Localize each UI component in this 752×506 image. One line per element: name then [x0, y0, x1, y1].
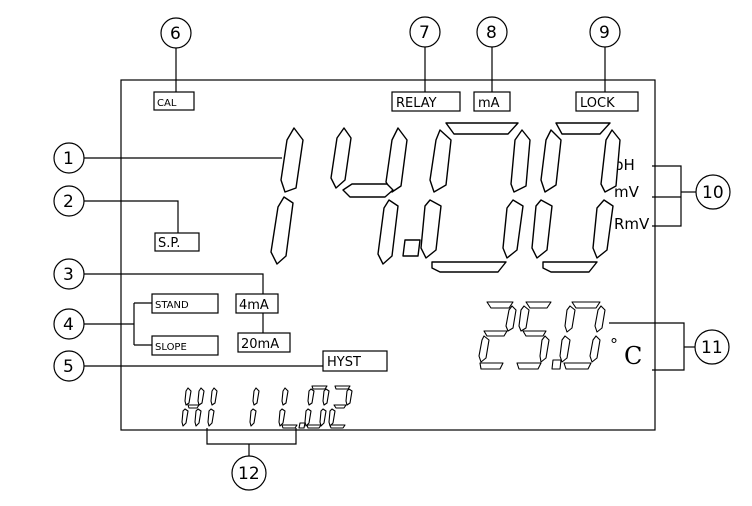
indicator-sp-text: S.P. — [158, 236, 180, 251]
indicator-slope: SLOPE — [151, 335, 219, 356]
main-digit-1 — [270, 127, 304, 265]
bottom-char-i — [207, 387, 218, 427]
unit-rmv: RmV — [614, 215, 650, 233]
temp-decimal-point — [551, 359, 562, 370]
main-decimal-point — [402, 239, 421, 257]
callout-3: 3 — [53, 258, 85, 290]
temperature-display — [478, 301, 606, 370]
bottom-char-h — [181, 387, 205, 427]
svg-text:5: 5 — [63, 357, 74, 377]
callout-11: 11 — [694, 329, 730, 365]
indicator-lock: LOCK — [575, 91, 639, 112]
indicator-sp: S.P. — [154, 232, 200, 252]
main-digit-0a — [420, 122, 531, 273]
svg-text:6: 6 — [170, 24, 181, 44]
svg-text:7: 7 — [419, 23, 430, 43]
bottom-char-2 — [328, 385, 353, 429]
leader-lines — [84, 47, 696, 457]
indicator-relay: RELAY — [391, 91, 461, 112]
unit-ph: pH — [614, 156, 635, 174]
main-digit-0b — [531, 122, 621, 273]
indicator-20ma-text: 20mA — [241, 337, 279, 352]
svg-text:1: 1 — [63, 149, 74, 169]
bottom-display — [181, 385, 353, 429]
indicator-cal: CAL — [153, 91, 195, 111]
callout-7: 7 — [409, 16, 441, 48]
svg-text:3: 3 — [63, 265, 74, 285]
unit-degree: ° — [610, 335, 618, 354]
bottom-char-1 — [249, 387, 260, 427]
indicator-cal-text: CAL — [157, 98, 177, 109]
callout-6: 6 — [160, 17, 192, 49]
svg-text:10: 10 — [702, 183, 724, 203]
unit-celsius: C — [624, 342, 642, 370]
indicator-stand-text: STAND — [155, 300, 189, 311]
svg-text:8: 8 — [486, 23, 497, 43]
indicator-slope-text: SLOPE — [155, 342, 187, 353]
indicator-ma: mA — [473, 91, 511, 112]
indicator-relay-text: RELAY — [396, 96, 437, 111]
main-reading-display — [270, 122, 621, 273]
callout-1: 1 — [53, 142, 85, 174]
indicator-ma-text: mA — [478, 96, 500, 111]
temp-digit-0 — [559, 301, 606, 370]
svg-text:12: 12 — [238, 464, 260, 484]
bottom-decimal-point — [298, 422, 306, 429]
temp-digit-5 — [516, 301, 552, 370]
temp-digit-2 — [478, 301, 517, 370]
indicator-4ma-text: 4mA — [239, 298, 269, 313]
indicator-hyst-text: HYST — [327, 355, 361, 370]
callout-4: 4 — [53, 308, 85, 340]
svg-text:11: 11 — [701, 338, 723, 358]
svg-text:2: 2 — [63, 192, 74, 212]
indicator-4ma: 4mA — [235, 293, 279, 314]
callout-5: 5 — [53, 350, 85, 382]
bottom-char-l — [278, 387, 298, 429]
indicator-lock-text: LOCK — [580, 96, 615, 111]
callout-10: 10 — [695, 174, 731, 210]
svg-text:9: 9 — [599, 23, 610, 43]
callout-8: 8 — [476, 16, 508, 48]
callout-12: 12 — [231, 455, 267, 491]
svg-text:4: 4 — [63, 315, 74, 335]
callout-2: 2 — [53, 185, 85, 217]
bottom-char-0 — [304, 385, 330, 429]
callout-9: 9 — [589, 16, 621, 48]
indicator-stand: STAND — [151, 293, 219, 314]
unit-mv: mV — [614, 183, 640, 201]
indicator-hyst: HYST — [322, 350, 388, 372]
indicator-20ma: 20mA — [237, 332, 291, 353]
main-digit-4 — [330, 127, 408, 265]
